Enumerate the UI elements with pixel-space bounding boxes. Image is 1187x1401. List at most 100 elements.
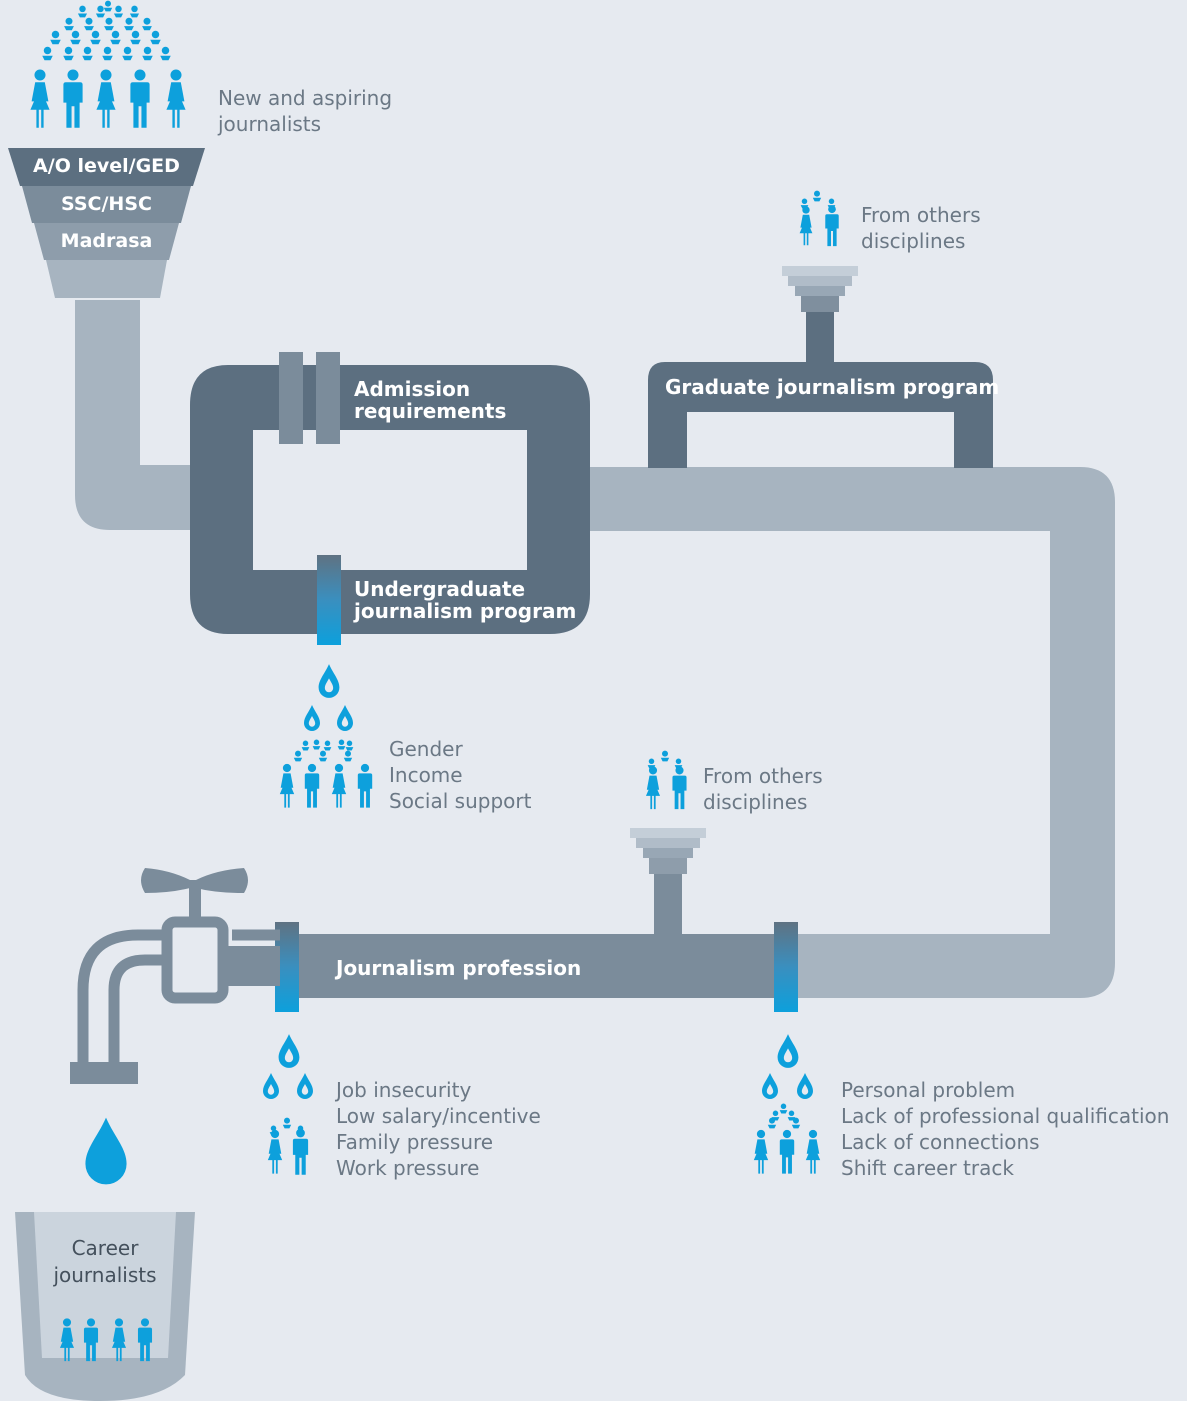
person-icon — [331, 763, 347, 808]
leak-reason: Income — [389, 763, 463, 787]
inflow-label-line-1: New and aspiring — [218, 86, 393, 110]
tier-label-1: A/O level/GED — [33, 155, 180, 177]
leak-reason: Social support — [389, 789, 532, 813]
admission-line-1: Admission — [354, 377, 471, 401]
person-icon — [357, 763, 373, 808]
graduate-branch — [648, 266, 993, 468]
drop-icon — [278, 1034, 300, 1068]
drop-icon — [762, 1073, 778, 1099]
person-icon — [645, 766, 661, 810]
person-head-icon — [50, 30, 61, 45]
admission-valve-left — [279, 352, 303, 444]
person-icon — [753, 1129, 769, 1174]
person-head-icon — [343, 750, 353, 762]
drop-icon — [85, 1117, 127, 1185]
person-icon — [304, 763, 320, 808]
person-head-icon — [779, 1103, 788, 1114]
leak-reason: Family pressure — [336, 1130, 494, 1154]
lower-source-line-1: From others — [703, 764, 823, 788]
person-head-icon — [345, 740, 354, 751]
profession-right-leak-reasons: Personal problem Lack of professional qu… — [841, 1077, 1169, 1181]
lower-source-label: From others disciplines — [703, 763, 823, 815]
person-head-icon — [102, 46, 113, 61]
undergrad-leak-reasons: Gender Income Social support — [389, 736, 531, 814]
upper-source-line-1: From others — [861, 203, 981, 227]
undergrad-leak-pipe — [317, 555, 341, 645]
person-head-icon — [282, 1117, 292, 1129]
person-head-icon — [312, 739, 321, 750]
person-head-icon — [104, 17, 114, 31]
admission-label: Admission requirements — [354, 378, 506, 422]
person-head-icon — [129, 5, 140, 18]
person-head-icon — [113, 5, 124, 18]
leak-reason: Shift career track — [841, 1156, 1014, 1180]
drop-icon — [777, 1034, 799, 1068]
person-icon — [779, 1129, 795, 1174]
admission-valve-right — [316, 352, 340, 444]
funnel-spout — [46, 260, 167, 298]
person-head-icon — [103, 0, 113, 12]
person-icon — [130, 69, 150, 128]
person-head-icon — [42, 46, 53, 61]
person-head-icon — [800, 198, 809, 209]
person-icon — [166, 69, 186, 128]
person-head-icon — [122, 46, 133, 61]
person-head-icon — [64, 17, 74, 31]
drop-icon — [797, 1073, 813, 1099]
person-head-icon — [130, 30, 141, 45]
upper-source-label: From others disciplines — [861, 202, 981, 254]
leak-reason: Work pressure — [336, 1156, 480, 1180]
person-head-icon — [84, 17, 94, 31]
faucet-icon — [70, 868, 280, 1084]
leak-reason: Personal problem — [841, 1078, 1016, 1102]
leak-reason: Gender — [389, 737, 463, 761]
person-head-icon — [110, 30, 121, 45]
outcome-label: Career journalists — [25, 1235, 185, 1289]
person-icon — [96, 69, 116, 128]
tier-label-2: SSC/HSC — [61, 193, 152, 215]
inflow-label: New and aspiring journalists — [218, 85, 392, 137]
funnel-tier-2 — [22, 186, 191, 223]
person-head-icon — [323, 740, 332, 751]
person-head-icon — [301, 740, 310, 751]
leak-reason: Low salary/incentive — [336, 1104, 541, 1128]
outcome-line-2: journalists — [53, 1263, 157, 1287]
person-head-icon — [124, 17, 134, 31]
leak-reason: Lack of connections — [841, 1130, 1040, 1154]
person-head-icon — [318, 750, 328, 762]
person-icon — [805, 1129, 821, 1174]
person-head-icon — [142, 46, 153, 61]
person-head-icon — [337, 739, 346, 750]
undergrad-loop — [190, 352, 590, 645]
drop-icon — [263, 1073, 279, 1099]
person-icon — [279, 763, 295, 808]
outcome-line-1: Career — [71, 1236, 139, 1260]
person-head-icon — [293, 750, 303, 762]
profession-funnel — [630, 828, 706, 874]
drop-icon — [297, 1073, 313, 1099]
person-head-icon — [787, 1110, 796, 1121]
person-icon — [825, 205, 839, 247]
person-head-icon — [827, 198, 836, 209]
person-head-icon — [160, 46, 171, 61]
upper-source-line-2: disciplines — [861, 229, 966, 253]
leak-reason: Lack of professional qualification — [841, 1104, 1170, 1128]
undergrad-line-1: Undergraduate — [354, 577, 526, 601]
person-icon — [30, 69, 50, 128]
person-head-icon — [142, 17, 152, 31]
person-head-icon — [660, 750, 670, 762]
undergrad-line-2: journalism program — [354, 599, 577, 623]
person-head-icon — [82, 46, 93, 61]
person-icon — [63, 69, 83, 128]
person-icon — [267, 1129, 283, 1174]
leak-reason: Job insecurity — [336, 1078, 472, 1102]
person-head-icon — [63, 46, 74, 61]
person-icon — [672, 766, 687, 810]
drop-icon — [337, 705, 353, 731]
profession-left-leak-reasons: Job insecurity Low salary/incentive Fami… — [336, 1077, 541, 1181]
funnel-tier-1 — [8, 148, 205, 186]
admission-line-2: requirements — [354, 399, 507, 423]
profession-pipe — [275, 828, 798, 1012]
